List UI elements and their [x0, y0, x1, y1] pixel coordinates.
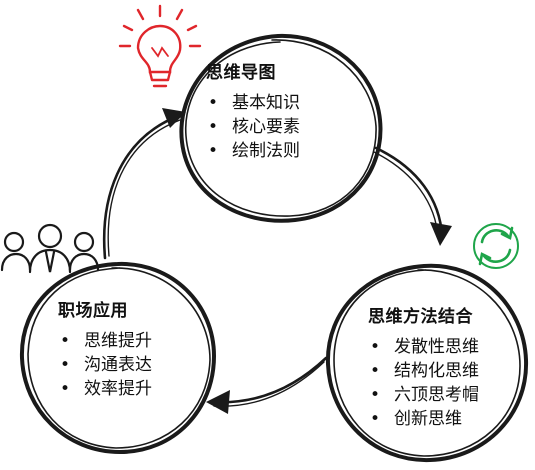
- circle-top: [179, 33, 383, 223]
- list-item: 创新思维: [368, 407, 479, 431]
- list-item: 沟通表达: [58, 353, 152, 377]
- arrow-top-to-right: [373, 146, 452, 246]
- node-items: 思维提升 沟通表达 效率提升: [58, 329, 152, 401]
- arrow-left-to-top: [102, 108, 186, 260]
- circle-left: [19, 261, 216, 454]
- node-items: 基本知识 核心要素 绘制法则: [206, 91, 300, 163]
- recycle-arrows-icon: [473, 223, 519, 269]
- node-title: 思维方法结合: [368, 307, 473, 327]
- list-item: 基本知识: [206, 91, 300, 115]
- lightbulb-icon: [118, 4, 202, 88]
- node-mind-map: 思维导图 基本知识 核心要素 绘制法则: [206, 58, 300, 163]
- list-item: 六顶思考帽: [368, 383, 479, 407]
- node-title: 思维导图: [206, 63, 276, 83]
- list-item: 发散性思维: [368, 335, 479, 359]
- list-item: 结构化思维: [368, 359, 479, 383]
- arrow-right-to-left: [206, 356, 328, 414]
- node-items: 发散性思维 结构化思维 六顶思考帽 创新思维: [368, 335, 479, 431]
- node-workplace-application: 职场应用 思维提升 沟通表达 效率提升: [58, 296, 152, 401]
- people-icon: [0, 223, 100, 274]
- list-item: 思维提升: [58, 329, 152, 353]
- node-thinking-methods: 思维方法结合 发散性思维 结构化思维 六顶思考帽 创新思维: [368, 302, 479, 431]
- list-item: 效率提升: [58, 377, 152, 401]
- circle-right: [325, 263, 529, 463]
- list-item: 核心要素: [206, 115, 300, 139]
- node-title: 职场应用: [58, 301, 128, 321]
- list-item: 绘制法则: [206, 139, 300, 163]
